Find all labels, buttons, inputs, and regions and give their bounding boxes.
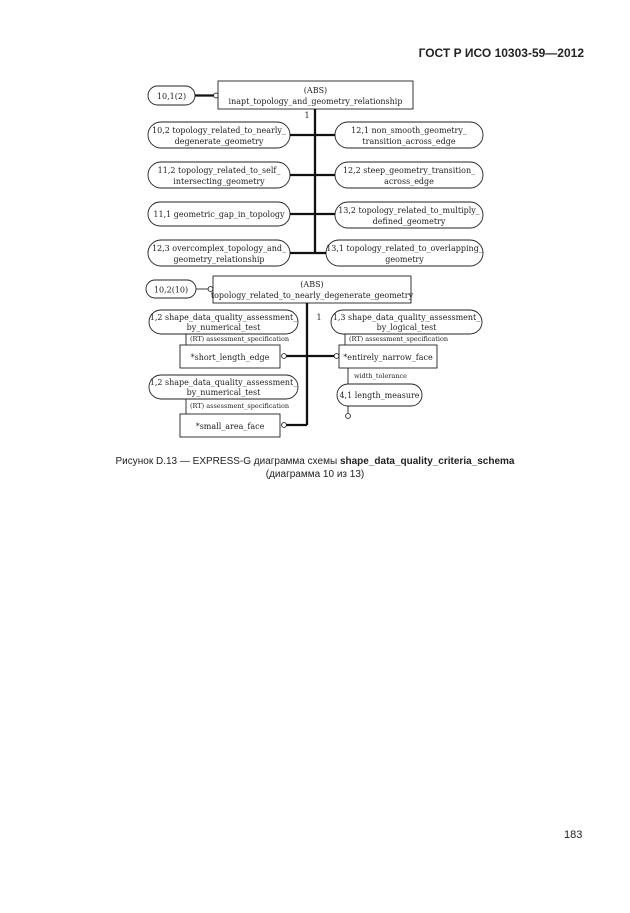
subtype-label: 13,1 topology_related_to_overlapping_ bbox=[326, 244, 483, 253]
subtype-label: 11,1 geometric_gap_in_topology bbox=[153, 210, 285, 219]
attribute-connector-circle bbox=[345, 413, 351, 419]
subtype-label: intersecting_geometry bbox=[173, 177, 265, 186]
sdq-numerical-test-1 bbox=[148, 309, 299, 335]
subtype-label: defined_geometry bbox=[373, 217, 446, 226]
entity-inapt-topology bbox=[217, 80, 414, 110]
rt-label: (RT) assessment_specification bbox=[190, 335, 289, 343]
entity-small-area-face bbox=[179, 413, 281, 438]
entity-topology-nearly-degenerate bbox=[212, 275, 412, 304]
subtype-connector-circle bbox=[333, 353, 340, 359]
subtype-label: 12,2 steep_geometry_transition_ bbox=[343, 166, 475, 175]
sdq-logical-test bbox=[330, 309, 483, 335]
rt-label: (RT) assessment_specification bbox=[190, 402, 289, 410]
sdq-label: 1,2 shape_data_quality_assessment_ bbox=[150, 378, 298, 387]
sdq-label: by_logical_test bbox=[377, 323, 438, 332]
entity-name-label: topology_related_to_nearly_degenerate_ge… bbox=[211, 291, 414, 300]
subtype-label: 12,3 overcomplex_topology_and_ bbox=[152, 244, 286, 253]
subtype-label: geometry_relationship bbox=[173, 255, 264, 264]
figure-caption: Рисунок D.13 — EXPRESS-G диаграмма схемы… bbox=[0, 455, 630, 481]
entity-label: *entirely_narrow_face bbox=[343, 353, 433, 362]
subtype-label: 12,1 non_smooth_geometry_ bbox=[351, 126, 467, 135]
caption-line2: (диаграмма 10 из 13) bbox=[265, 469, 365, 480]
caption-schema: shape_data_quality_criteria_schema bbox=[339, 456, 515, 467]
subtype-label: geometry bbox=[385, 255, 424, 264]
cardinality-label: 1 bbox=[304, 111, 309, 120]
subtype-label: 11,2 topology_related_to_self_ bbox=[158, 166, 281, 175]
sdq-numerical-test-2 bbox=[148, 374, 299, 400]
entity-name-label: inapt_topology_and_geometry_relationship bbox=[229, 97, 403, 106]
sdq-label: by_numerical_test bbox=[187, 388, 262, 397]
sdq-label: by_numerical_test bbox=[187, 323, 262, 332]
rt-label: (RT) assessment_specification bbox=[349, 335, 448, 343]
sdq-label: 1,3 shape_data_quality_assessment_ bbox=[333, 313, 481, 322]
subtype-label: degenerate_geometry bbox=[175, 137, 264, 146]
page-ref-10-2-label: 10,2(10) bbox=[154, 286, 188, 295]
length-measure-ref bbox=[336, 383, 423, 407]
entity-short-length-edge bbox=[179, 344, 281, 369]
subtype-connector-circle bbox=[281, 353, 287, 359]
entity-label: *small_area_face bbox=[196, 422, 265, 431]
width-tolerance-label: width_tolerance bbox=[354, 372, 407, 380]
document-header: ГОСТ Р ИСО 10303-59—2012 bbox=[418, 46, 584, 60]
subtype-label: 10,2 topology_related_to_nearly_ bbox=[152, 126, 286, 135]
subtype-label: 13,2 topology_related_to_multiply_ bbox=[338, 206, 480, 215]
subtype-connector-circle bbox=[281, 422, 287, 428]
caption-prefix: Рисунок D.13 — EXPRESS-G диаграмма схемы bbox=[115, 456, 340, 467]
page-ref-10-1-label: 10,1(2) bbox=[157, 92, 186, 101]
cardinality-label: 1 bbox=[316, 313, 321, 322]
entity-abs-label: (ABS) bbox=[304, 86, 327, 95]
page-number: 183 bbox=[564, 829, 583, 841]
length-measure-label: 4,1 length_measure bbox=[339, 391, 419, 400]
entity-abs-label: (ABS) bbox=[300, 280, 323, 289]
sdq-label: 1,2 shape_data_quality_assessment_ bbox=[150, 313, 298, 322]
subtype-label: across_edge bbox=[384, 177, 434, 186]
entity-label: *short_length_edge bbox=[191, 353, 270, 362]
subtype-label: transition_across_edge bbox=[362, 137, 455, 146]
